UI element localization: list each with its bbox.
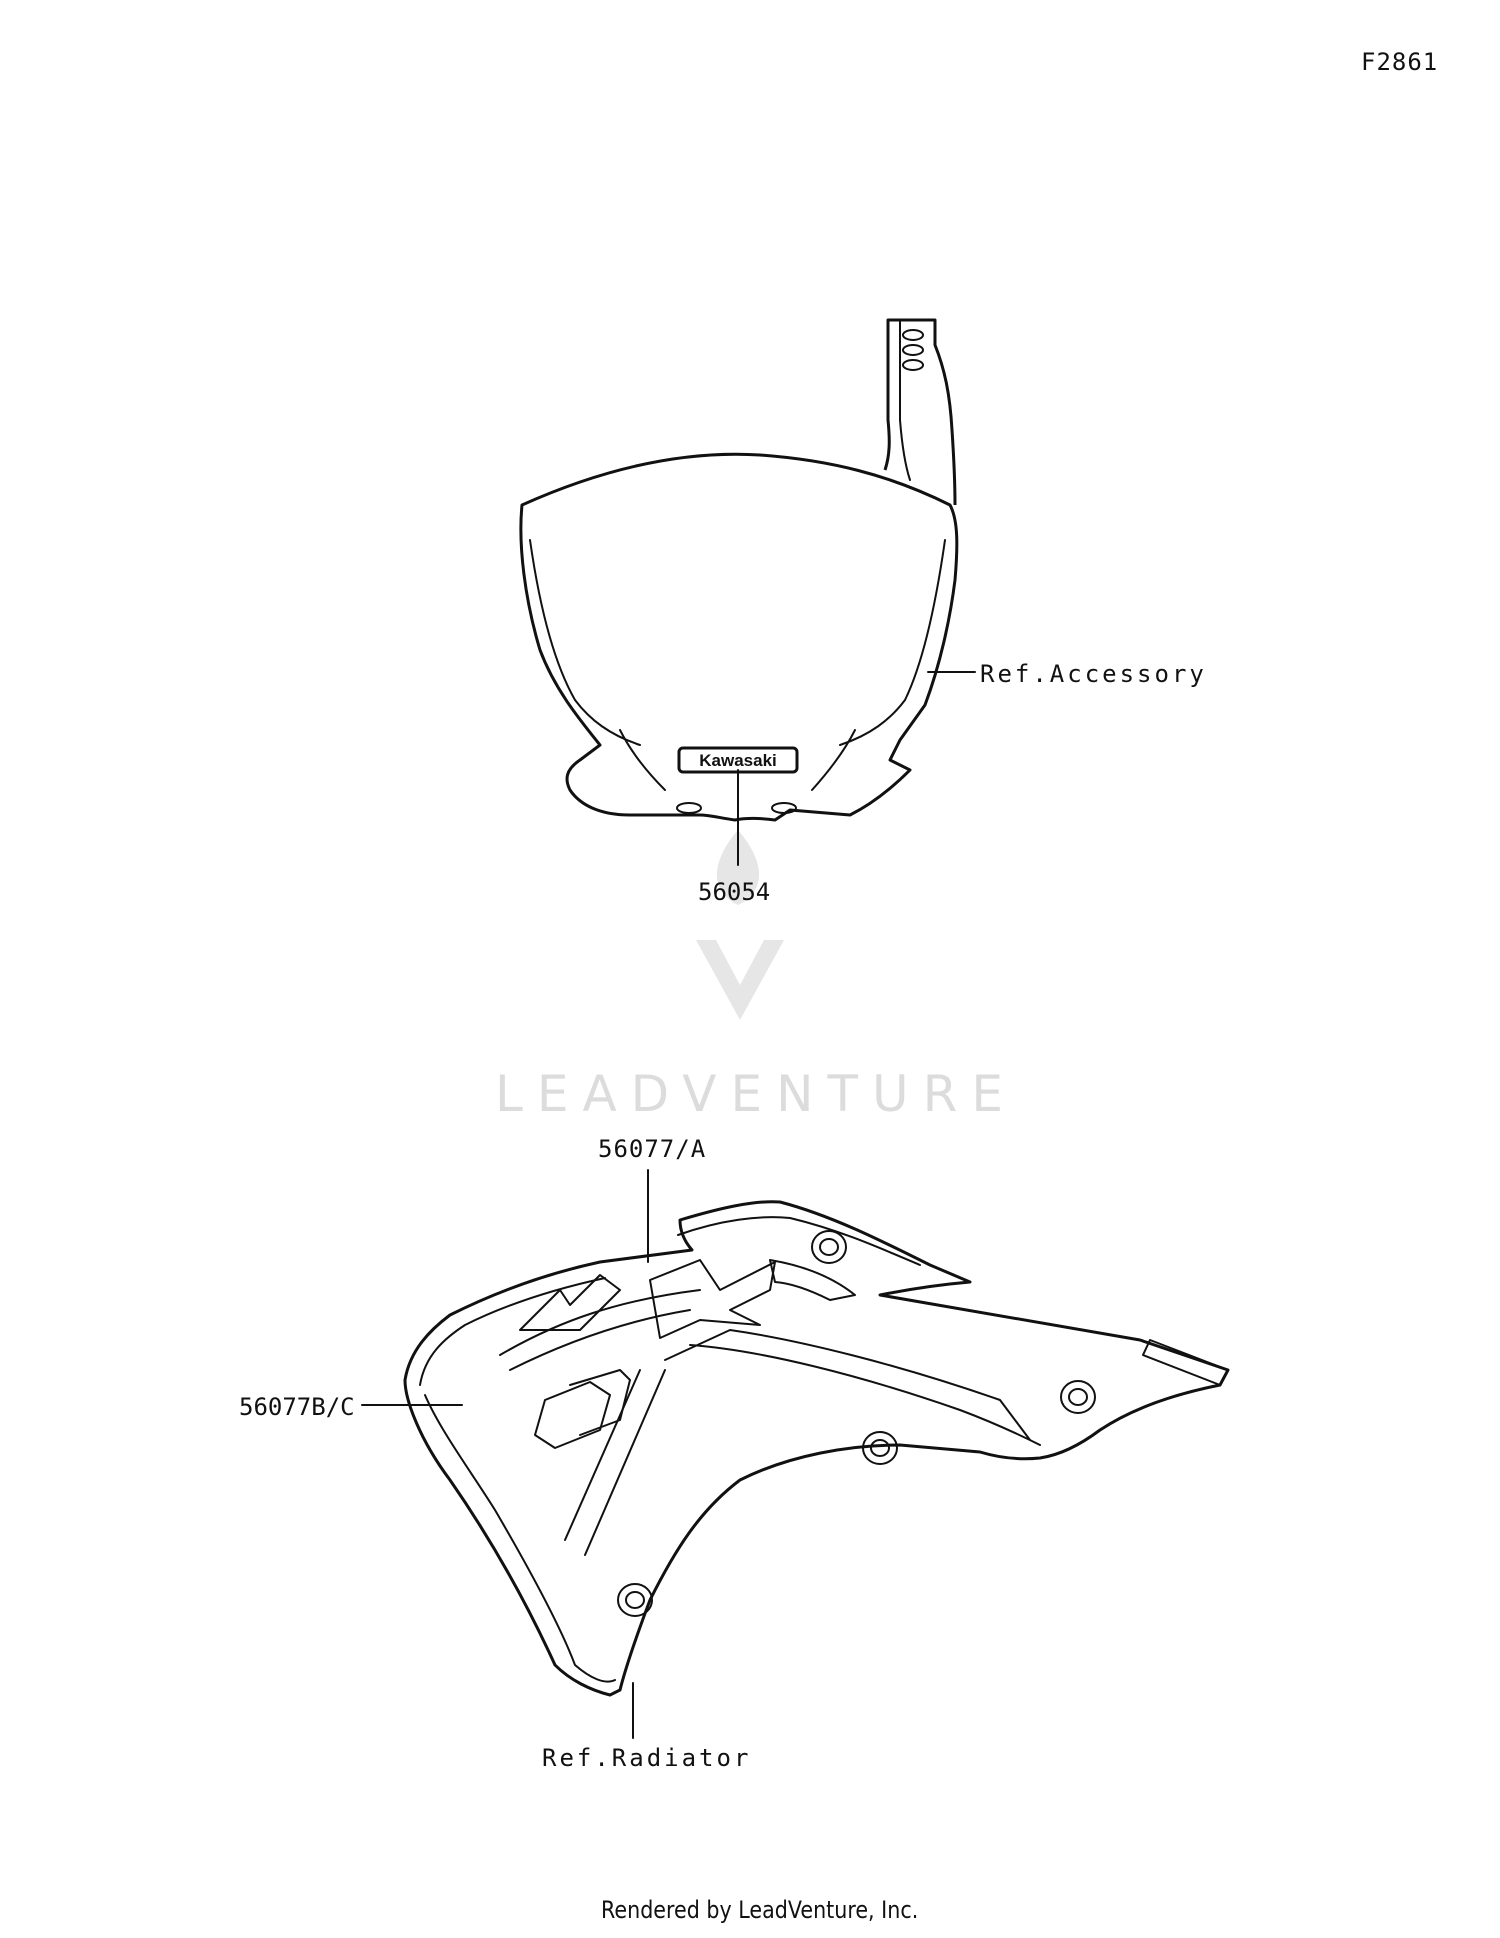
kawasaki-decal-text: Kawasaki bbox=[699, 751, 777, 770]
callout-ref-radiator[interactable]: Ref.Radiator bbox=[542, 1744, 752, 1772]
footer-credit: Rendered by LeadVenture, Inc. bbox=[601, 1896, 919, 1924]
callout-ref-accessory[interactable]: Ref.Accessory bbox=[980, 660, 1207, 688]
diagram-id: F2861 bbox=[1361, 48, 1439, 76]
callout-56077a[interactable]: 56077/A bbox=[598, 1135, 707, 1163]
watermark-text: LEADVENTURE bbox=[495, 1065, 1017, 1123]
leadventure-logo-watermark bbox=[696, 830, 784, 1020]
radiator-shroud-drawing bbox=[361, 1169, 1230, 1739]
callout-56054[interactable]: 56054 bbox=[698, 878, 771, 906]
number-plate-drawing: Kawasaki bbox=[519, 318, 976, 866]
callout-56077bc[interactable]: 56077B/C bbox=[239, 1393, 355, 1421]
